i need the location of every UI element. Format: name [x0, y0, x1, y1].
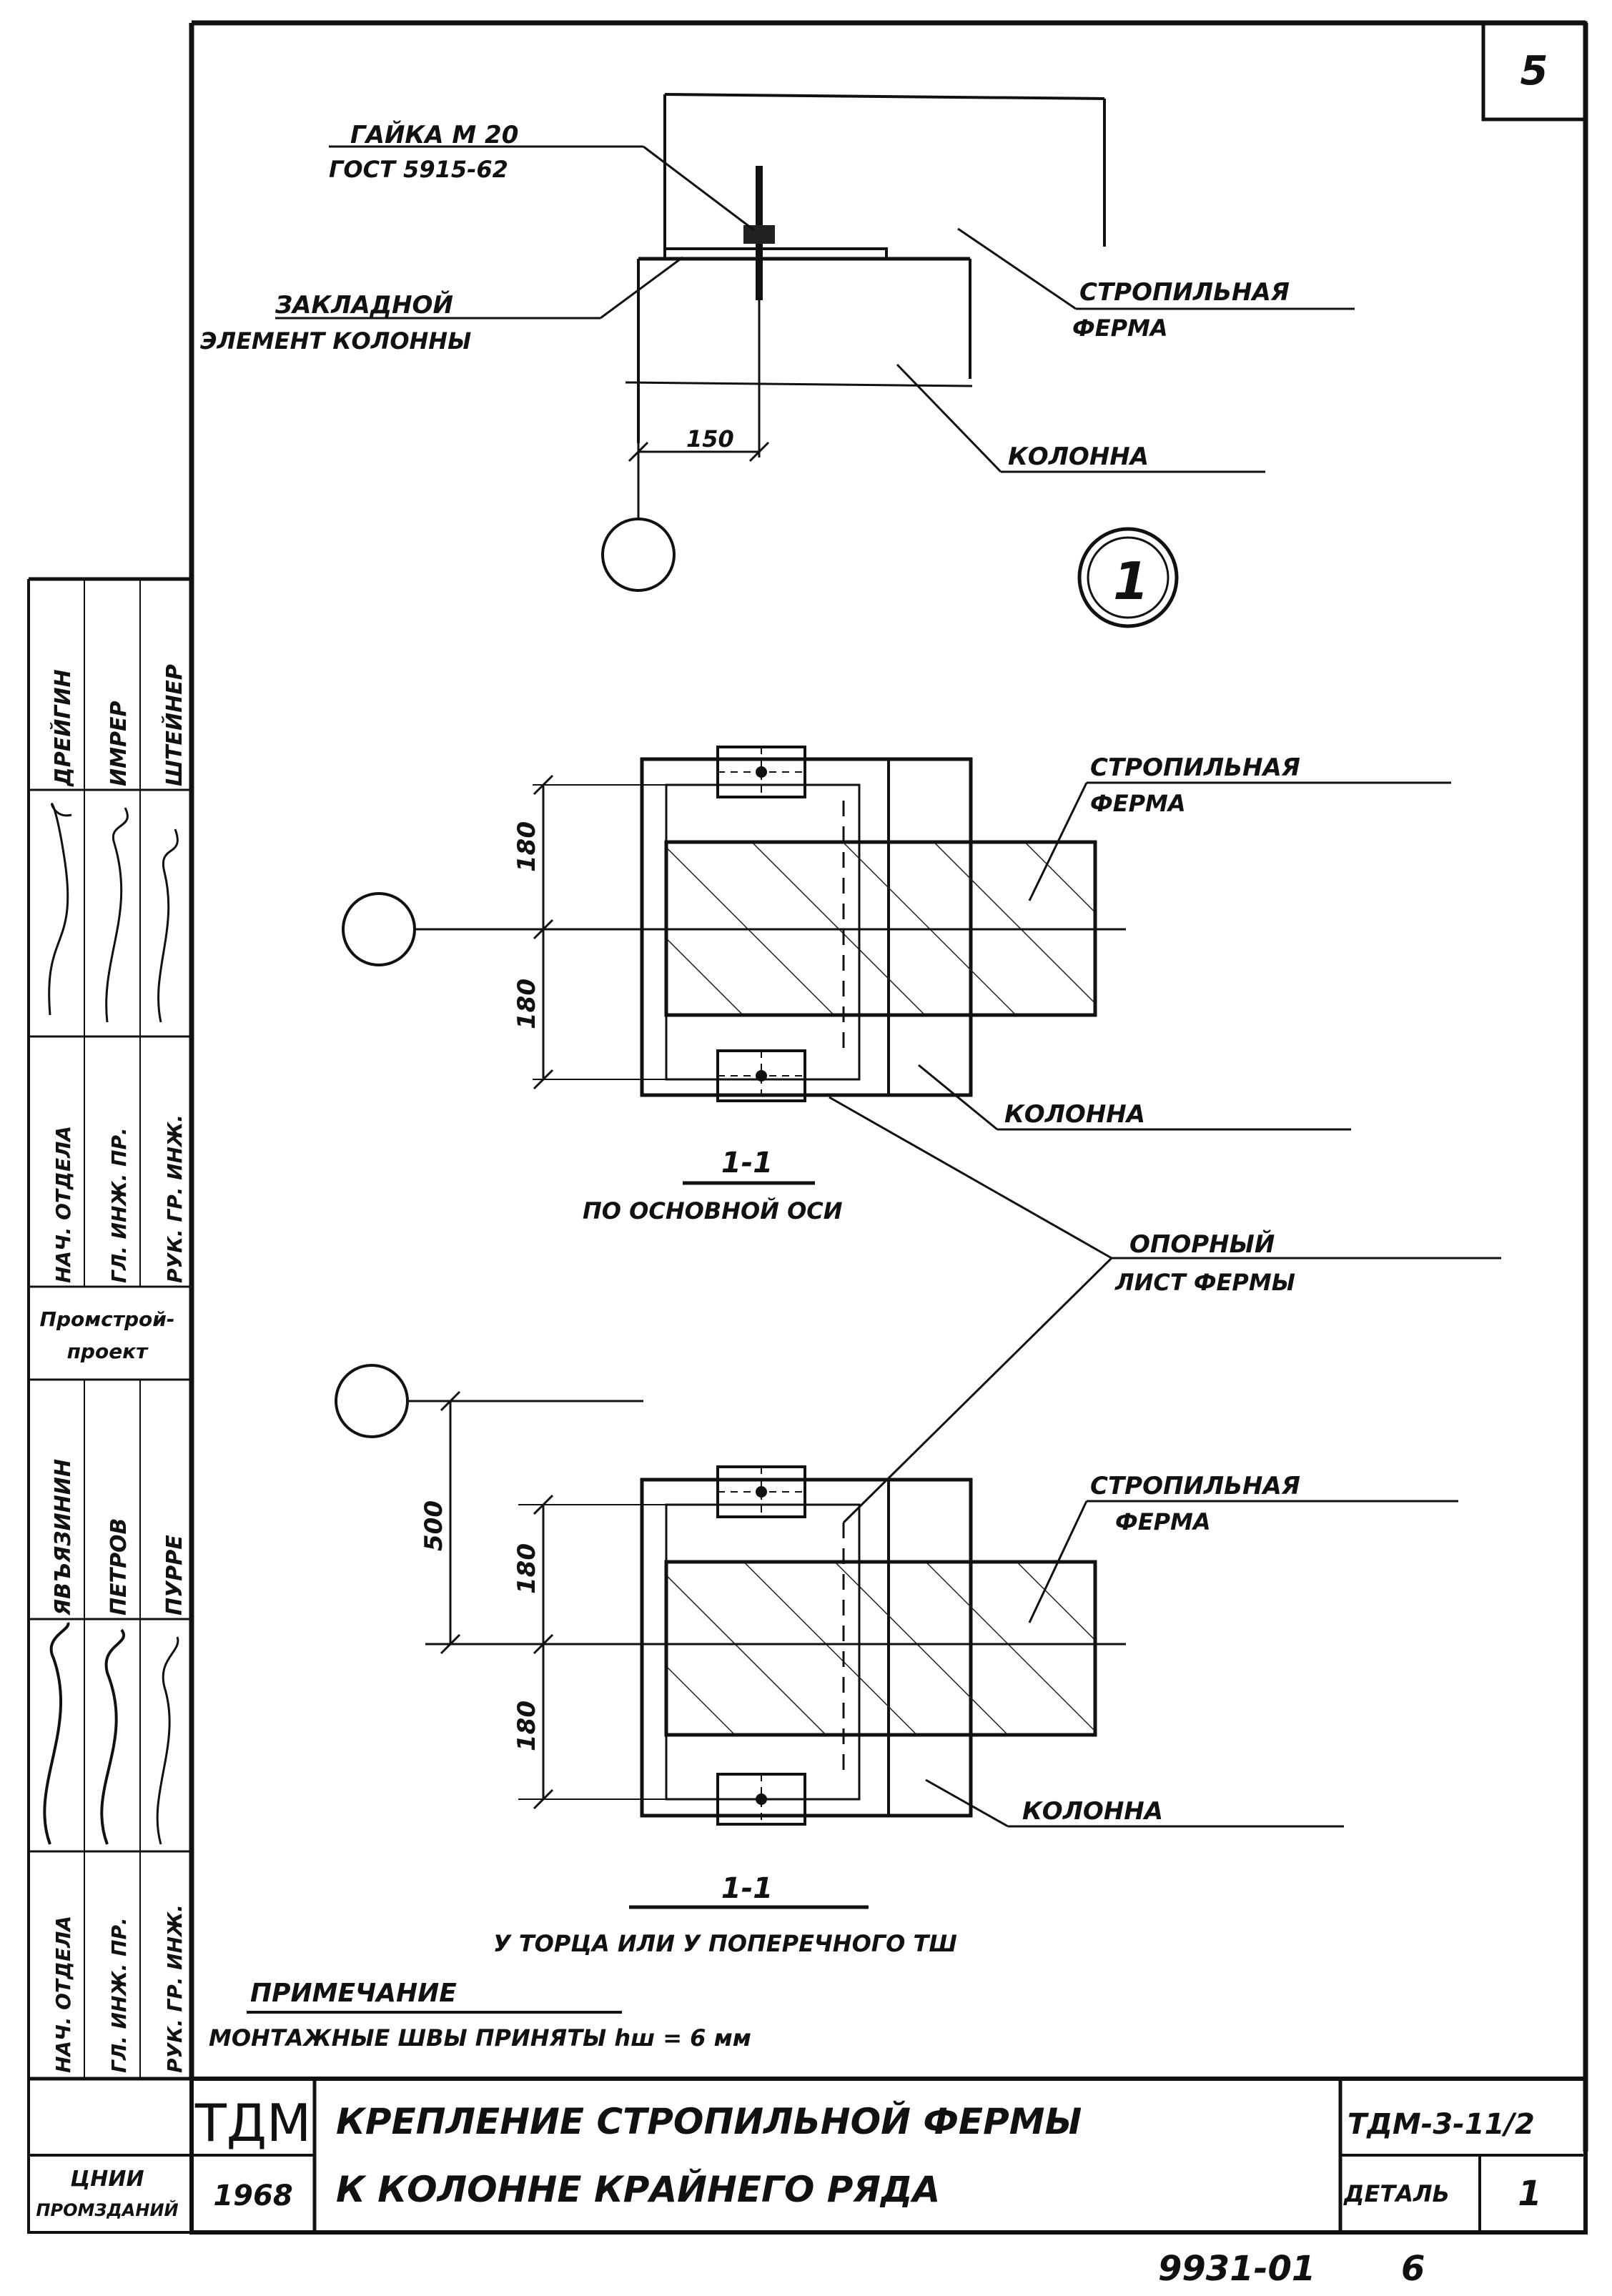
axis-bubble-s2 [335, 1364, 409, 1438]
section-1: 180 180 СТРОПИЛЬНАЯ ФЕРМА КОЛОННА 1-1 ПО… [342, 746, 1501, 1524]
s1-dim-lower: 180 [513, 979, 541, 1029]
signature-1 [48, 803, 72, 1016]
stamp-role-3: РУК. ГР. ИНЖ. [163, 1114, 187, 1283]
signature-5 [100, 1628, 125, 1845]
signature-3 [157, 828, 179, 1023]
support-sheet-label-1: ОПОРНЫЙ [1129, 1229, 1275, 1259]
title-block: ТДМ 1968 КРЕПЛЕНИЕ СТРОПИЛЬНОЙ ФЕРМЫ К К… [27, 2077, 1588, 2235]
detail-label: ДЕТАЛЬ [1343, 2180, 1450, 2207]
s2-dim-500: 500 [420, 1500, 448, 1551]
s2-dim-upper: 180 [513, 1543, 541, 1594]
dimension-150: 150 [686, 425, 734, 452]
column-label-top: КОЛОННА [1008, 442, 1149, 471]
s1-column-label: КОЛОННА [1004, 1100, 1145, 1129]
support-sheet-label-2: ЛИСТ ФЕРМЫ [1114, 1269, 1295, 1296]
note-heading: ПРИМЕЧАНИЕ [250, 1979, 457, 2008]
note-text: МОНТАЖНЫЕ ШВЫ ПРИНЯТЫ hш = 6 мм [209, 2024, 751, 2052]
s1-dim-upper: 180 [513, 821, 541, 872]
section-2: 500 180 180 СТРОПИЛЬНАЯ ФЕРМА КОЛОННА 1-… [335, 1364, 1458, 1957]
axis-bubble-s1 [342, 892, 416, 966]
stamp-name-3: ШТЕЙНЕР [162, 664, 187, 786]
org-logo: ТДМ [194, 2093, 311, 2153]
stamp2-name-2: ПЕТРОВ [107, 1518, 132, 1615]
s2-caption: У ТОРЦА ИЛИ У ПОПЕРЕЧНОГО ТШ [493, 1930, 957, 1957]
stamp-role-1: НАЧ. ОТДЕЛА [51, 1126, 75, 1283]
stamp2-name-3: ПУРРЕ [162, 1535, 187, 1615]
year: 1968 [213, 2179, 292, 2212]
stamp-role-2: ГЛ. ИНЖ. ПР. [107, 1127, 131, 1283]
top-view: 150 1 ГАЙКА М 20 ГОСТ 5915-62 ЗАКЛАДНОЙ … [200, 93, 1355, 628]
signature-2 [105, 807, 129, 1023]
s1-section-mark: 1-1 [721, 1147, 773, 1179]
s1-truss-label-1: СТРОПИЛЬНАЯ [1090, 753, 1300, 782]
signature-6 [156, 1636, 179, 1845]
detail-number-box: 1 [1518, 2174, 1541, 2214]
axis-bubble-top [601, 518, 676, 592]
embedded-label-1: ЗАКЛАДНОЙ [275, 290, 453, 320]
sheet-number-box: 5 [1481, 21, 1588, 122]
bottom-page: 6 [1401, 2249, 1425, 2289]
s2-dim-lower: 180 [513, 1701, 541, 1751]
org-name-2: ПРОМЗДАНИЙ [36, 2199, 178, 2220]
truss-label-1: СТРОПИЛЬНАЯ [1079, 278, 1290, 307]
stamp-name-2: ИМРЕР [107, 701, 132, 786]
stamp2-name-1: ЯВЪЯЗИНИН [51, 1459, 76, 1616]
s2-column-label: КОЛОННА [1022, 1797, 1163, 1826]
nut-label-2: ГОСТ 5915-62 [329, 156, 508, 183]
institute-1: Промстрой- [40, 1307, 175, 1331]
signature-4 [43, 1622, 70, 1845]
detail-circle-outer [1077, 527, 1179, 628]
nut-label-1: ГАЙКА М 20 [350, 120, 518, 149]
detail-number: 1 [1113, 551, 1149, 611]
s2-section-mark: 1-1 [721, 1872, 773, 1905]
bottom-code: 9931-01 [1158, 2249, 1315, 2289]
s2-truss-label-1: СТРОПИЛЬНАЯ [1090, 1472, 1300, 1500]
drawing-code: ТДМ-3-11/2 [1348, 2108, 1535, 2141]
s1-truss-label-2: ФЕРМА [1090, 790, 1186, 817]
org-name-1: ЦНИИ [70, 2167, 144, 2192]
title-line-2: К КОЛОННЕ КРАЙНЕГО РЯДА [336, 2168, 940, 2210]
stamp2-role-1: НАЧ. ОТДЕЛА [51, 1916, 75, 2073]
institute-2: проект [67, 1340, 149, 1363]
truss-label-2: ФЕРМА [1072, 315, 1168, 342]
stamp2-role-2: ГЛ. ИНЖ. ПР. [107, 1917, 131, 2073]
detail-circle-inner [1087, 536, 1170, 619]
embedded-label-2: ЭЛЕМЕНТ КОЛОННЫ [200, 327, 471, 355]
stamp2-role-3: РУК. ГР. ИНЖ. [163, 1904, 187, 2073]
stamp-name-1: ДРЕЙГИН [50, 669, 76, 787]
note: ПРИМЕЧАНИЕ МОНТАЖНЫЕ ШВЫ ПРИНЯТЫ hш = 6 … [209, 1979, 751, 2052]
s1-caption: ПО ОСНОВНОЙ ОСИ [583, 1197, 843, 1224]
title-line-1: КРЕПЛЕНИЕ СТРОПИЛЬНОЙ ФЕРМЫ [336, 2100, 1082, 2142]
sheet-number: 5 [1520, 48, 1548, 94]
s2-truss-label-2: ФЕРМА [1115, 1508, 1211, 1535]
side-stamp: ДРЕЙГИН ИМРЕР ШТЕЙНЕР НАЧ. ОТДЕЛА ГЛ. ИН… [27, 577, 192, 2232]
